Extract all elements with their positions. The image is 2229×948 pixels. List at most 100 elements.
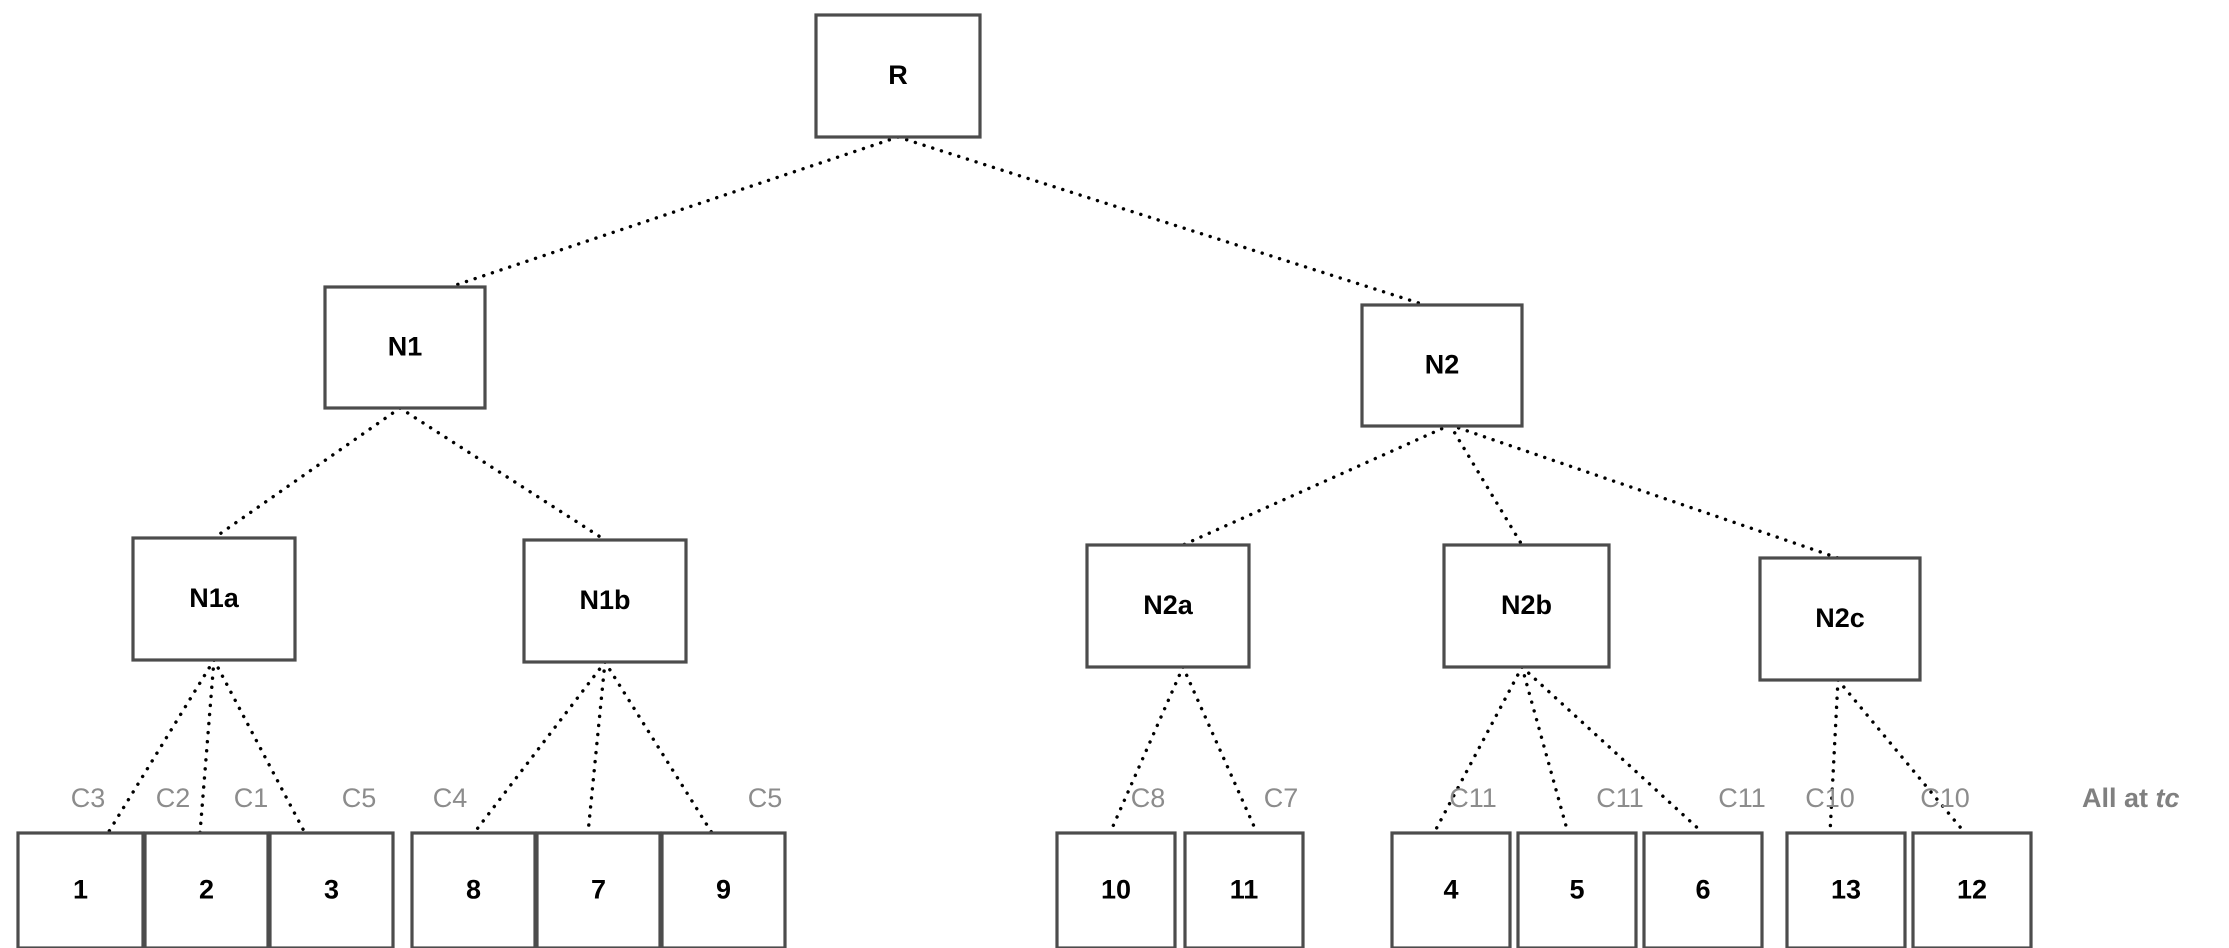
node-box <box>1758 556 1922 682</box>
edge-label: C7 <box>1264 783 1299 813</box>
leaf-node[interactable]: 5 <box>1516 831 1638 948</box>
leaf-node[interactable]: 13 <box>1785 831 1907 948</box>
leaf-box <box>1642 831 1764 948</box>
leaf-node[interactable]: 3 <box>268 831 395 948</box>
edge-label: C8 <box>1131 783 1166 813</box>
node-box <box>1360 303 1524 428</box>
tree-edge <box>106 658 216 835</box>
leaf-box <box>1183 831 1305 948</box>
tree-edge <box>1828 678 1840 835</box>
tree-node[interactable]: N1 <box>323 285 487 410</box>
tree-edge <box>1836 678 1967 835</box>
edge-label: C2 <box>156 783 191 813</box>
leaf-box <box>535 831 662 948</box>
node-label: N1a <box>189 583 240 613</box>
tree-edge <box>198 658 216 835</box>
node-label: N2b <box>1501 590 1552 620</box>
leaf-label: 5 <box>1569 875 1584 905</box>
annotation-note-prefix: All at <box>2082 783 2156 813</box>
leaf-box <box>16 831 145 948</box>
tree-edge <box>212 658 307 835</box>
leaf-label: 4 <box>1443 875 1458 905</box>
node-label: N2 <box>1425 350 1460 380</box>
edge-label: C11 <box>1596 783 1644 813</box>
leaf-node[interactable]: 10 <box>1055 831 1177 948</box>
tree-node[interactable]: N2b <box>1442 543 1611 669</box>
tree-edge <box>1520 665 1570 835</box>
leaf-label: 1 <box>73 875 88 905</box>
node-box <box>522 538 688 664</box>
node-box <box>323 285 487 410</box>
tree-edge <box>1181 665 1259 835</box>
leaf-label: 11 <box>1230 875 1259 905</box>
leaf-node[interactable]: 12 <box>1911 831 2033 948</box>
leaf-label: 12 <box>1957 875 1987 905</box>
edge-label: C1 <box>234 783 269 813</box>
leaf-label: 8 <box>466 875 481 905</box>
node-label: R <box>888 60 908 90</box>
tree-node[interactable]: N1b <box>522 538 688 664</box>
leaf-label: 10 <box>1101 875 1131 905</box>
leaf-label: 6 <box>1695 875 1710 905</box>
node-box <box>131 536 297 662</box>
tree-edge <box>212 406 402 540</box>
node-box <box>1442 543 1611 669</box>
leaf-node[interactable]: 11 <box>1183 831 1305 948</box>
tree-node[interactable]: N2c <box>1758 556 1922 682</box>
leaf-box <box>1390 831 1512 948</box>
leaf-node[interactable]: 8 <box>410 831 537 948</box>
leaf-label: 2 <box>199 875 214 905</box>
node-label: N1b <box>579 585 630 615</box>
tree-edge <box>1448 423 1840 560</box>
leaf-node[interactable]: 2 <box>143 831 270 948</box>
edge-label: C10 <box>1805 783 1855 813</box>
edge-label: C11 <box>1449 783 1497 813</box>
tree-node[interactable]: R <box>814 13 982 139</box>
leaf-node[interactable]: 4 <box>1390 831 1512 948</box>
edges-layer <box>106 135 1967 835</box>
leaf-box <box>1055 831 1177 948</box>
tree-edge <box>448 135 900 289</box>
node-label: N2a <box>1143 590 1194 620</box>
leaf-box <box>660 831 787 948</box>
tree-edge <box>603 660 714 835</box>
tree-edge <box>1181 423 1452 547</box>
edge-label: C5 <box>342 783 377 813</box>
edge-label: C4 <box>433 783 468 813</box>
tree-node[interactable]: N2 <box>1360 303 1524 428</box>
tree-edge <box>472 660 607 835</box>
leaf-node[interactable]: 9 <box>660 831 787 948</box>
leaf-box <box>1911 831 2033 948</box>
node-box <box>814 13 982 139</box>
tree-edge <box>398 406 607 542</box>
edge-label: C3 <box>71 783 106 813</box>
tree-node[interactable]: N1a <box>131 536 297 662</box>
tree-node[interactable]: N2a <box>1085 543 1251 669</box>
tree-edge <box>1448 423 1524 547</box>
annotation-note: All at tc <box>2082 783 2180 813</box>
tree-edge <box>1108 665 1185 835</box>
leaf-node[interactable]: 1 <box>16 831 145 948</box>
leaf-box <box>143 831 270 948</box>
annotation-note-emphasis: tc <box>2156 783 2180 813</box>
tree-edge <box>896 135 1427 307</box>
edge-label: C10 <box>1920 783 1970 813</box>
edge-label: C5 <box>748 783 783 813</box>
leaf-label: 7 <box>591 875 606 905</box>
leaf-label: 13 <box>1831 875 1861 905</box>
node-label: N2c <box>1815 603 1865 633</box>
leaf-node[interactable]: 7 <box>535 831 662 948</box>
note-layer: All at tc <box>2082 783 2180 813</box>
tree-edge <box>586 660 607 835</box>
leaf-box <box>1785 831 1907 948</box>
node-label: N1 <box>388 332 423 362</box>
node-box <box>1085 543 1251 669</box>
leaf-label: 9 <box>716 875 731 905</box>
leaf-box <box>410 831 537 948</box>
leaf-node[interactable]: 6 <box>1642 831 1764 948</box>
